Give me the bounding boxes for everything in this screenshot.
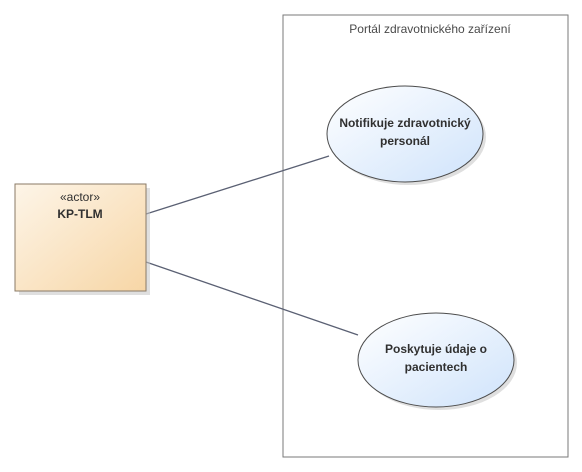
system-title: Portál zdravotnického zařízení bbox=[349, 22, 511, 36]
use-case-provide-patient-data-line1: Poskytuje údaje o bbox=[385, 342, 487, 356]
association-line-notify[interactable] bbox=[145, 155, 330, 215]
use-case-notify-staff[interactable]: Notifikuje zdravotnický personál bbox=[326, 85, 486, 185]
use-case-notify-staff-line2: personál bbox=[380, 134, 430, 148]
use-case-notify-staff-line1: Notifikuje zdravotnický bbox=[339, 116, 471, 130]
use-case-provide-patient-data-line2: pacientech bbox=[405, 360, 468, 374]
actor-name: KP-TLM bbox=[57, 207, 102, 221]
use-case-provide-patient-data[interactable]: Poskytuje údaje o pacientech bbox=[357, 312, 517, 410]
association-line-provide[interactable] bbox=[145, 261, 359, 336]
actor-kp-tlm[interactable]: «actor» KP-TLM bbox=[14, 183, 150, 295]
actor-stereotype: «actor» bbox=[60, 190, 100, 204]
